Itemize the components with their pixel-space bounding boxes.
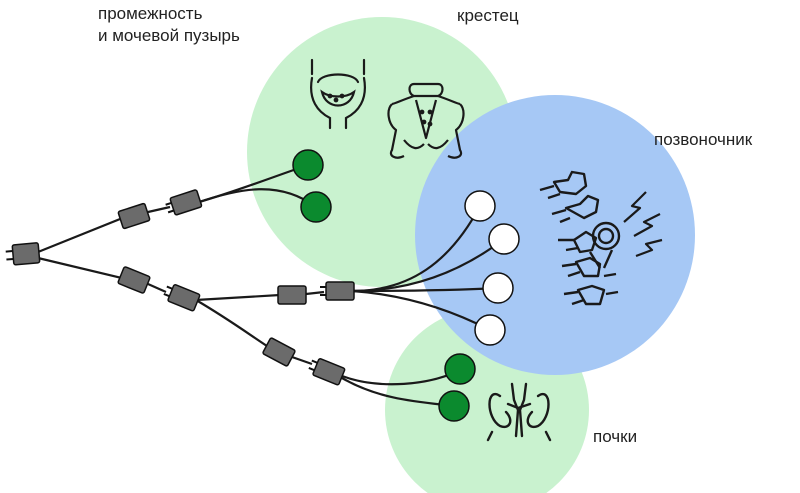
connector bbox=[308, 358, 346, 386]
spine-icon bbox=[539, 170, 621, 306]
bladder-icon bbox=[310, 58, 366, 130]
connector bbox=[165, 189, 203, 216]
label-perineum-bladder: промежность и мочевой пузырь bbox=[98, 3, 240, 47]
lightning-icon bbox=[623, 191, 663, 258]
connector bbox=[320, 281, 355, 301]
connector bbox=[117, 202, 151, 230]
electrode-white bbox=[464, 190, 496, 222]
plug-icon bbox=[5, 242, 41, 266]
connector bbox=[262, 337, 296, 367]
electrode-green bbox=[444, 353, 476, 385]
kidneys-icon bbox=[486, 382, 552, 442]
electrode-green bbox=[438, 390, 470, 422]
pelvis-icon bbox=[387, 82, 465, 159]
electrodes bbox=[292, 149, 520, 422]
electrode-white bbox=[474, 314, 506, 346]
electrode-green bbox=[292, 149, 324, 181]
label-spine: позвоночник bbox=[654, 130, 753, 149]
label-perineum-line2: и мочевой пузырь bbox=[98, 26, 240, 45]
electrode-white bbox=[488, 223, 520, 255]
label-perineum-line1: промежность bbox=[98, 4, 203, 23]
connector bbox=[163, 284, 201, 312]
label-kidneys: почки bbox=[593, 427, 638, 446]
electrode-white bbox=[482, 272, 514, 304]
connector bbox=[277, 285, 307, 305]
electrode-green bbox=[300, 191, 332, 223]
connectors bbox=[5, 189, 355, 386]
wires bbox=[37, 163, 505, 408]
label-sacrum: крестец bbox=[457, 6, 519, 25]
connector bbox=[117, 266, 151, 294]
spine-zone bbox=[415, 95, 695, 375]
